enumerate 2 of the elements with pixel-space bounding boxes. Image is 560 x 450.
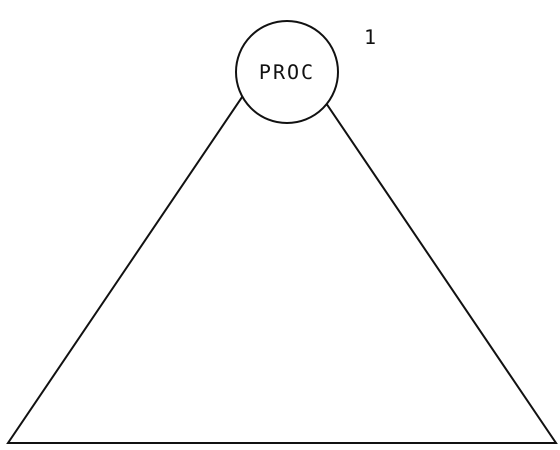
callout-number: 1	[364, 25, 376, 49]
process-label: PROC	[258, 60, 316, 84]
